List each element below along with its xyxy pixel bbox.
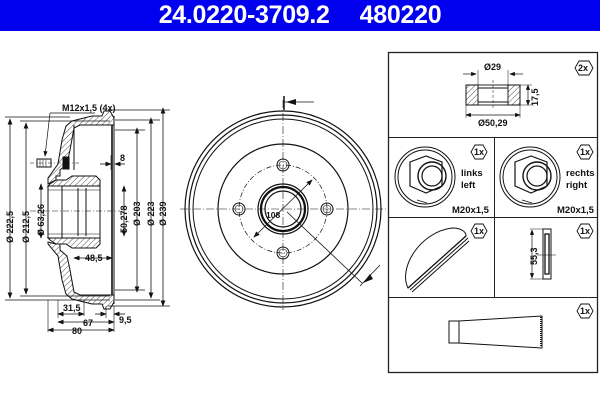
bearing-drawing [463,70,532,118]
seal-dim: 55,3 [529,247,539,265]
qty-nut-right: 1x [580,147,590,157]
dim-67: 67 [83,318,93,328]
dim-80: 80 [72,326,82,336]
nut-left-drawing [394,146,456,208]
dim-48-5: 48,5 [85,253,103,263]
dim-63-26: Ø 63,26 [36,204,46,236]
nut-left-label-de: links [461,168,483,179]
nut-left-thread: M20x1,5 [452,205,490,216]
qty-bearing: 2x [578,63,588,73]
parts-panel [387,51,599,374]
nut-left-label-en: left [461,180,476,191]
side-section-view [5,107,170,333]
bearing-height: 17,5 [530,88,540,106]
nut-right-thread: M20x1,5 [557,205,595,216]
qty-cap: 1x [474,226,484,236]
qty-grease-tube: 1x [580,306,590,316]
dim-212-5: Ø 212,5 [21,211,31,243]
dim-8: 8 [120,153,125,163]
dim-223: Ø 223 [146,201,156,226]
bolt-thread-label: M12x1,5 (4x) [62,103,116,113]
qty-seal: 1x [580,226,590,236]
bearing-outer-dia: Ø50,29 [478,118,508,128]
seal-drawing [529,228,556,280]
pcd-label: 108 [266,210,280,220]
nut-right-drawing [499,146,561,208]
title-bar: 24.0220-3709.2 480220 [0,0,600,31]
cap-drawing [405,227,470,293]
dim-239: Ø 239 [158,201,168,226]
dim-50-278: 50,278 [119,205,129,233]
front-view [180,96,388,310]
part-number: 24.0220-3709.2 [158,1,330,29]
dim-9-5: 9,5 [119,315,132,325]
qty-badges [470,60,594,319]
nut-right-label-en: right [566,180,588,191]
bearing-inner-dia: Ø29 [484,62,501,72]
dim-222-5: Ø 222,5 [5,211,15,243]
nut-right-label-de: rechts [566,168,595,179]
grease-tube-drawing [448,315,543,349]
qty-nut-left: 1x [474,147,484,157]
reference-number: 480220 [359,1,442,29]
dim-203: Ø 203 [132,201,142,226]
dim-31-5: 31,5 [63,303,81,313]
